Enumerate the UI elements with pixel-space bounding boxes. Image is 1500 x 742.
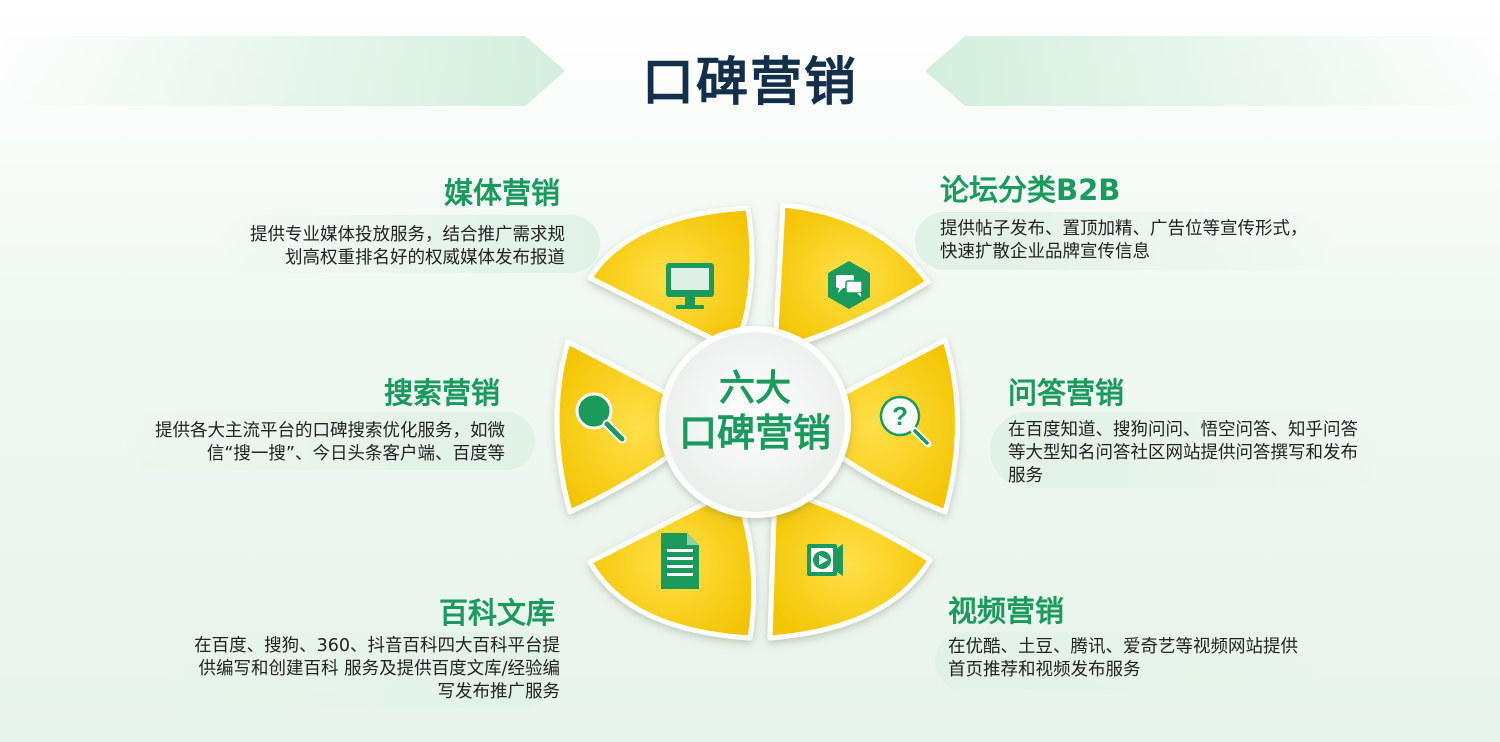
item-title-forum: 论坛分类B2B: [940, 173, 1121, 207]
desc-bg-media: [215, 215, 600, 273]
desc-bg-baike: [155, 632, 560, 708]
item-desc-qa: 在百度知道、搜狗问问、悟空问答、知乎问答 等大型知名问答社区网站提供问答撰写和发…: [1008, 420, 1358, 486]
desc-bg-video: [935, 632, 1335, 690]
question-search-icon: ?: [879, 395, 932, 448]
desc-bg-qa: [990, 412, 1390, 488]
item-title-search: 搜索营销: [383, 376, 500, 410]
item-title-video: 视频营销: [948, 594, 1065, 628]
center-label-line1: 六大: [718, 368, 791, 409]
item-desc-forum: 提供帖子发布、置顶加精、广告位等宣传形式， 快速扩散企业品牌宣传信息: [940, 219, 1308, 262]
item-title-media: 媒体营销: [443, 176, 560, 210]
video-icon: [807, 544, 843, 576]
desc-bg-search: [115, 412, 535, 470]
center-label: 六大 口碑营销: [672, 368, 838, 456]
search-icon: [575, 392, 627, 444]
chat-icon: [828, 261, 870, 309]
desc-bg-forum: [915, 212, 1335, 270]
page-title: 口碑营销: [641, 53, 858, 113]
item-desc-search: 提供各大主流平台的口碑搜索优化服务，如微 信“搜一搜”、今日头条客户端、百度等: [155, 421, 505, 464]
item-desc-media: 提供专业媒体投放服务，结合推广需求规 划高权重排名好的权威媒体发布报道: [250, 225, 565, 268]
petal-video: [767, 485, 933, 641]
title-banner-right: [925, 36, 1500, 106]
center-label-line2: 口碑营销: [678, 411, 831, 455]
svg-text:?: ?: [892, 401, 908, 431]
monitor-icon: [666, 263, 714, 309]
center-circle: [659, 326, 851, 518]
item-desc-video: 在优酷、土豆、腾讯、爱奇艺等视频网站提供 首页推荐和视频发布服务: [948, 637, 1298, 680]
item-title-baike: 百科文库: [438, 596, 555, 630]
item-title-qa: 问答营销: [1008, 376, 1125, 410]
title-banner-left: [0, 36, 565, 106]
document-icon: [661, 533, 699, 589]
item-desc-baike: 在百度、搜狗、360、抖音百科四大百科平台提 供编写和创建百科 服务及提供百度文…: [194, 636, 560, 702]
